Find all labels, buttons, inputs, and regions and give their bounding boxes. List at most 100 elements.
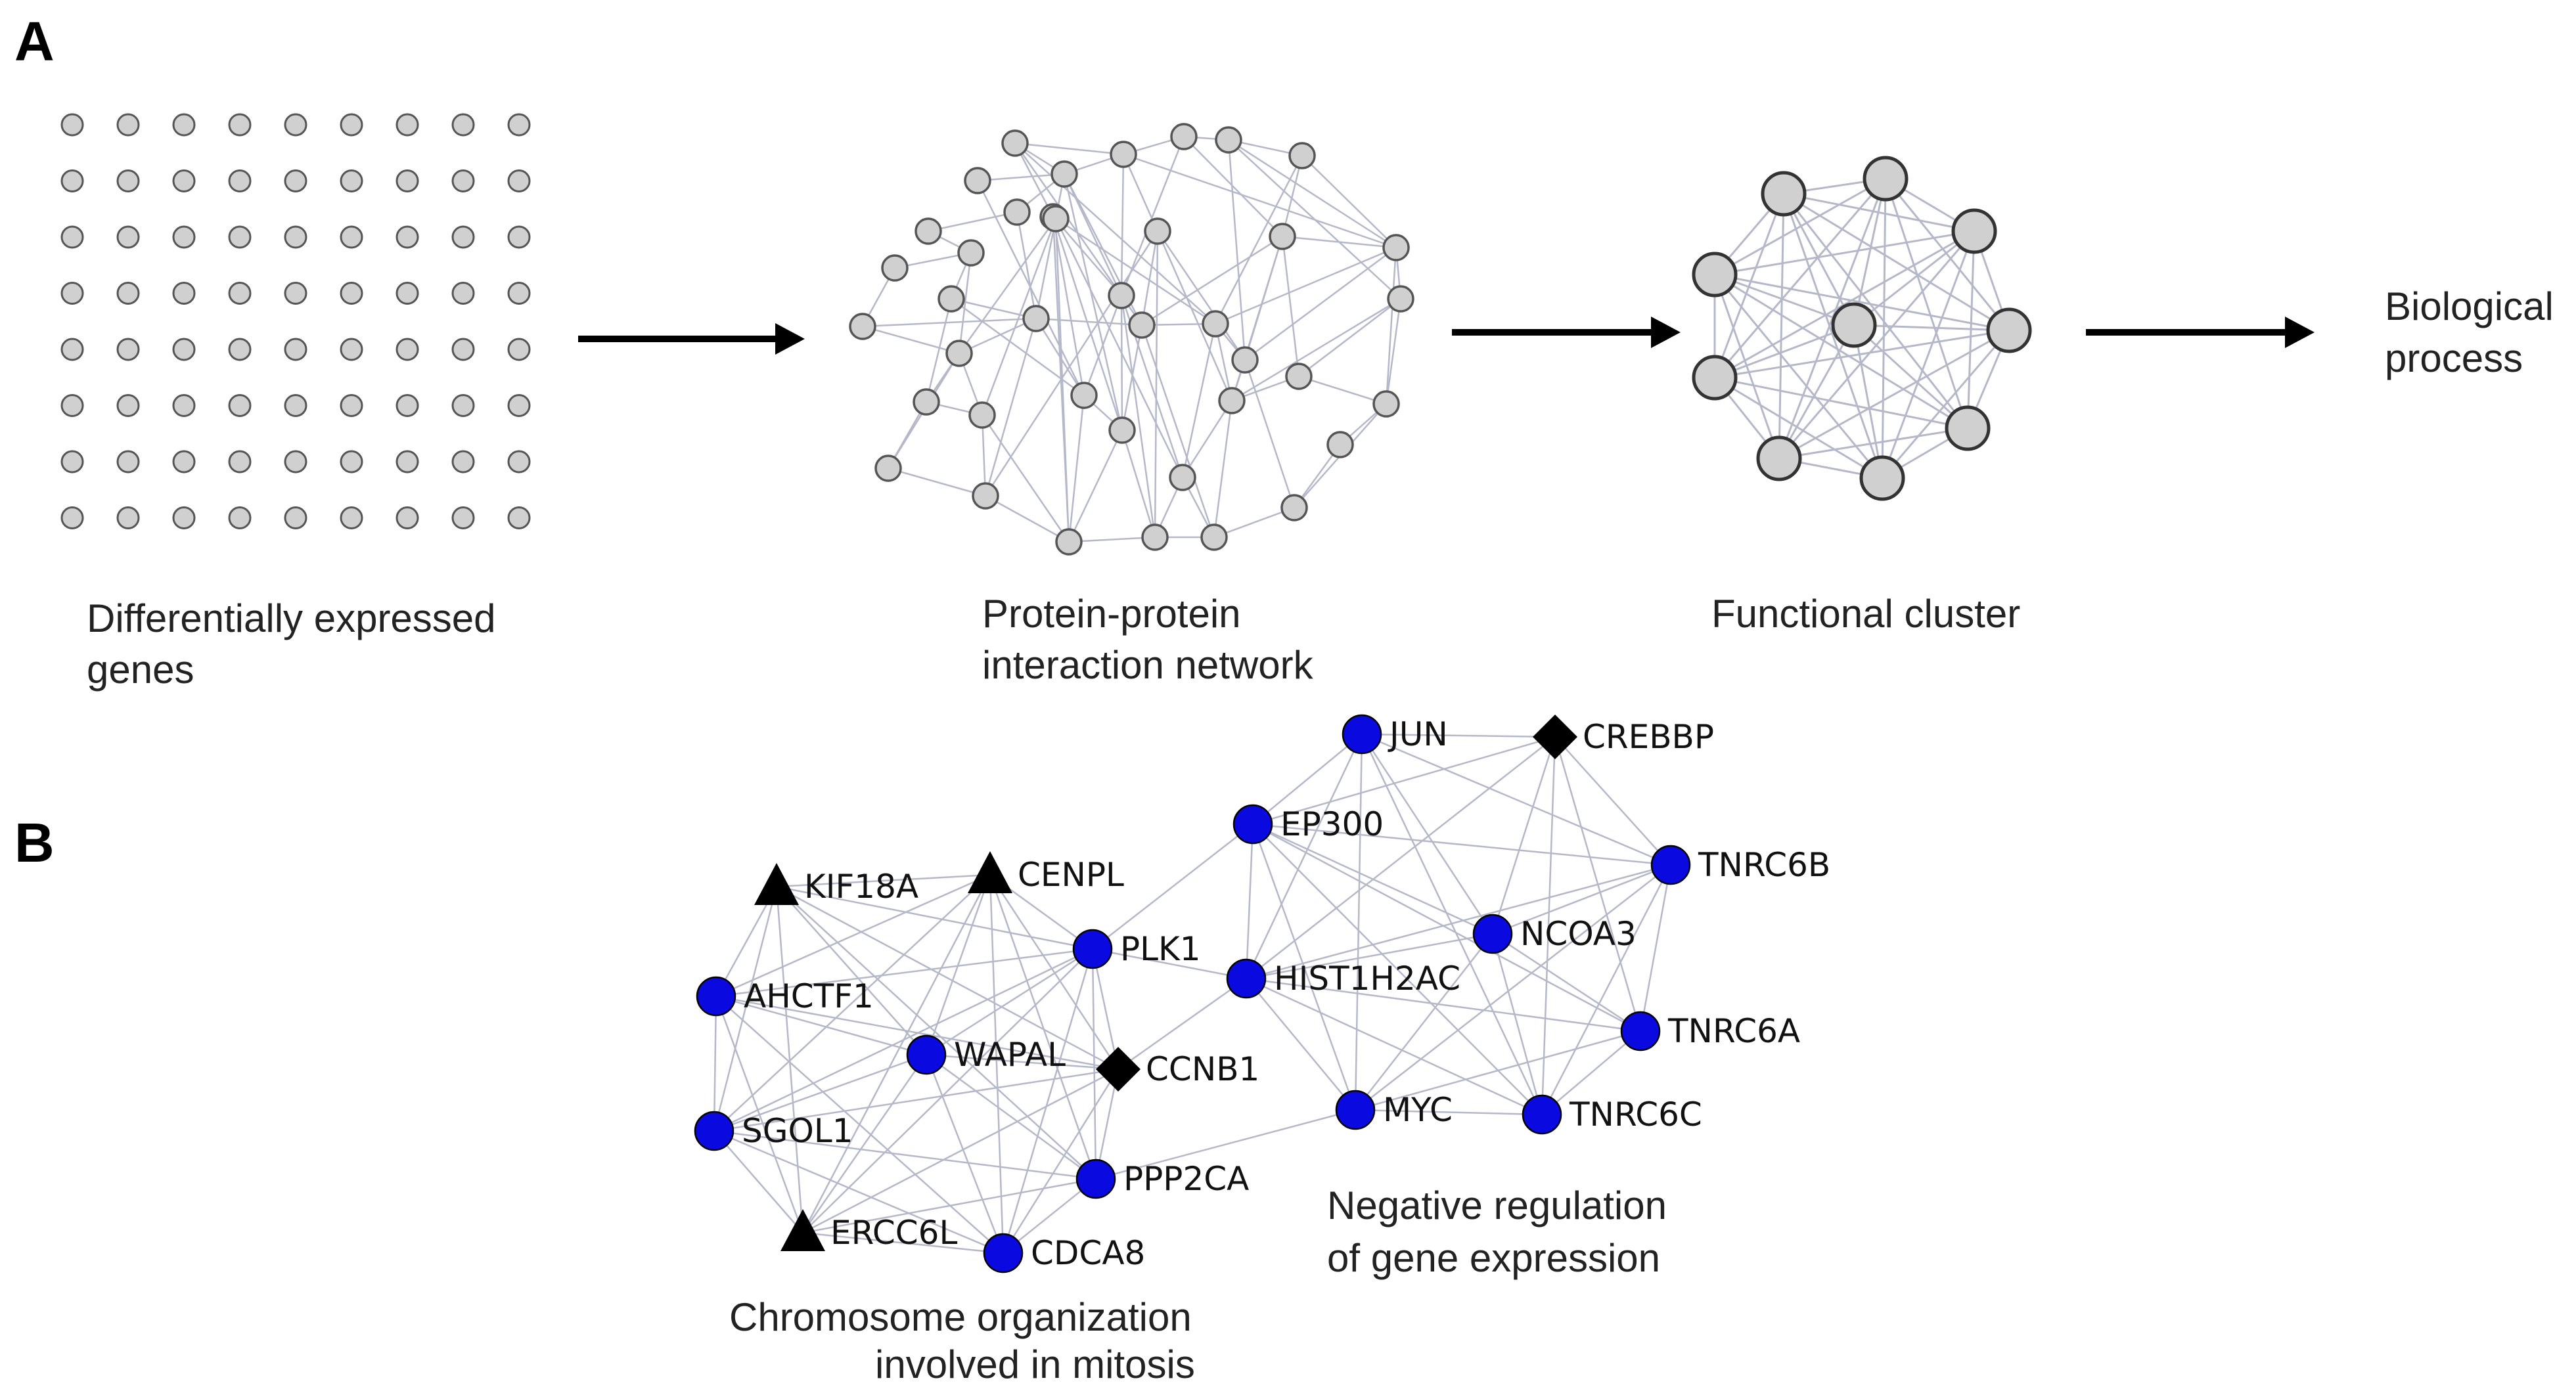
ppi-edge	[1154, 231, 1159, 538]
gene-node-jun: JUN	[1342, 714, 1448, 755]
gene-edge	[776, 886, 927, 1055]
ppi-edge	[1035, 317, 1142, 326]
gene-marker-triangle	[754, 863, 799, 905]
gene-edge	[776, 885, 1093, 950]
ppi-edge	[981, 414, 1070, 542]
cluster-node	[1986, 307, 2032, 353]
gene-edge	[1246, 736, 1556, 979]
cluster-edge	[1714, 177, 1886, 276]
grid-node	[340, 506, 363, 529]
grid-node	[60, 338, 84, 361]
grid-node	[340, 450, 363, 474]
cluster-edge	[1714, 273, 2010, 332]
gene-node-myc: MYC	[1335, 1090, 1453, 1130]
ppi-node	[1141, 523, 1169, 551]
gene-marker-circle	[983, 1233, 1024, 1273]
cluster-edge	[1714, 273, 1968, 430]
grid-node	[451, 282, 475, 305]
gene-marker-circle	[1522, 1094, 1562, 1135]
cluster-edge	[1782, 193, 1855, 326]
ppi-node	[1280, 494, 1308, 521]
grid-node	[507, 282, 531, 305]
cluster-node	[1692, 252, 1738, 298]
grid-node	[172, 506, 196, 529]
grid-node	[284, 450, 307, 474]
ppi-edge	[1181, 323, 1217, 478]
ppi-node	[1285, 363, 1313, 390]
grid-node	[172, 113, 196, 137]
grid-node	[60, 113, 84, 137]
gene-edge	[1541, 1030, 1641, 1115]
grid-node	[116, 225, 140, 249]
grid-node	[172, 282, 196, 305]
gene-edge	[713, 1130, 1004, 1254]
ppi-edge	[1121, 324, 1143, 431]
gene-node-wapal: WAPAL	[906, 1034, 1066, 1075]
caption-deg-line2: genes	[87, 648, 194, 692]
arrow-1	[578, 323, 805, 355]
gene-node-ccnb1: CCNB1	[1096, 1047, 1259, 1092]
gene-label: KIF18A	[804, 868, 918, 906]
gene-label: SGOL1	[742, 1112, 853, 1150]
ppi-edge	[1035, 218, 1057, 319]
gene-edge	[1092, 824, 1254, 950]
ppi-node	[1110, 141, 1137, 168]
grid-node	[395, 450, 419, 474]
grid-node	[451, 450, 475, 474]
cluster-edge	[1714, 376, 1968, 430]
gene-edge	[1246, 977, 1641, 1032]
grid-node	[284, 282, 307, 305]
ppi-edge	[1281, 155, 1303, 237]
cluster-node	[1951, 208, 1997, 254]
caption-cluster2-line1: Negative regulation	[1327, 1183, 1667, 1227]
grid-node	[507, 113, 531, 137]
gene-marker-circle	[1232, 804, 1273, 845]
ppi-node	[1218, 387, 1246, 414]
ppi-edge	[1213, 400, 1233, 538]
cluster-edge	[1881, 330, 2010, 479]
gene-edge	[713, 948, 1093, 1132]
gene-edge	[715, 873, 991, 998]
ppi-node	[881, 254, 909, 282]
gene-node-tnrc6c: TNRC6C	[1522, 1094, 1702, 1135]
cluster-node	[1761, 171, 1807, 217]
gene-label: TNRC6B	[1698, 846, 1830, 884]
grid-node	[507, 506, 531, 529]
ppi-node	[964, 167, 991, 194]
ppi-edge	[1123, 153, 1397, 249]
grid-node	[60, 225, 84, 249]
gene-edge	[1361, 733, 1556, 738]
ppi-edge	[1068, 430, 1123, 542]
cluster-edge	[1778, 427, 1968, 460]
gene-node-cdca8: CDCA8	[983, 1233, 1145, 1273]
grid-node	[507, 394, 531, 417]
grid-node	[228, 113, 252, 137]
ppi-node	[1326, 431, 1354, 458]
ppi-edge	[1141, 324, 1215, 538]
cluster-edge	[1778, 324, 1855, 459]
gene-edge	[713, 886, 778, 1132]
ppi-edge	[1014, 143, 1054, 217]
gene-edge	[1252, 736, 1556, 826]
gene-label: HIST1H2AC	[1274, 960, 1460, 998]
gene-marker-diamond	[1096, 1047, 1141, 1092]
cluster-edge	[1778, 329, 2010, 460]
gene-edge	[1492, 864, 1671, 935]
ppi-node	[1042, 205, 1070, 232]
gene-marker-circle	[696, 976, 736, 1017]
grid-node	[395, 113, 419, 137]
grid-node	[172, 225, 196, 249]
grid-node	[60, 282, 84, 305]
cluster-edge	[1713, 193, 1785, 378]
gene-edge	[776, 886, 1096, 1180]
functional-cluster-edges	[1713, 177, 2010, 479]
gene-node-tnrc6a: TNRC6A	[1620, 1011, 1800, 1051]
ppi-edge	[1298, 298, 1401, 377]
caption-cluster2-line2: of gene expression	[1327, 1236, 1660, 1280]
ppi-node	[915, 217, 942, 245]
grid-node	[116, 282, 140, 305]
ppi-edge	[1052, 216, 1122, 296]
grid-node	[451, 225, 475, 249]
gene-marker-circle	[1650, 845, 1691, 885]
